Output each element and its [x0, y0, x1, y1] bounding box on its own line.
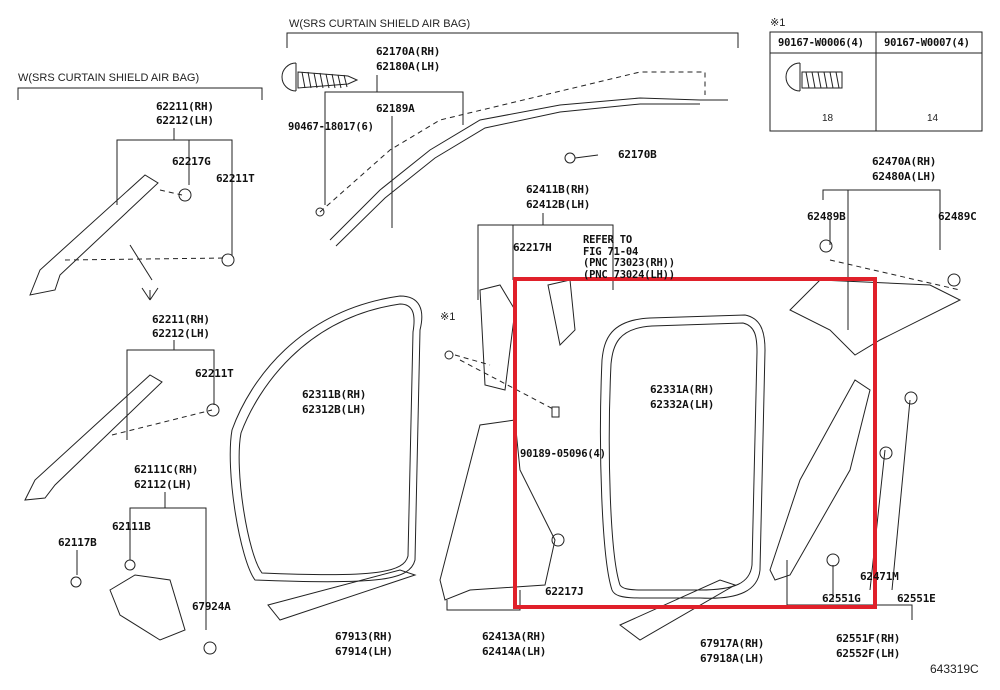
part-62412b[interactable]: 62412B(LH) [526, 198, 591, 211]
part-62470a[interactable]: 62470A(RH) [872, 155, 937, 168]
part-90467[interactable]: 90467-18017(6) [288, 121, 374, 133]
refer-note: REFER TO FIG 71-04 (PNC 73023(RH)) (PNC … [583, 234, 675, 281]
part-67918a[interactable]: 67918A(LH) [700, 652, 765, 665]
part-62311b[interactable]: 62311B(RH) [302, 388, 367, 401]
part-62331a[interactable]: 62331A(RH) [650, 383, 715, 396]
fastener-length-2: 14 [927, 113, 939, 124]
part-62489c[interactable]: 62489C [938, 210, 977, 223]
refer-line-4: (PNC 73024(LH)) [583, 268, 675, 281]
refer-line-2: FIG 71-04 [583, 245, 639, 258]
part-62552f[interactable]: 62552F(LH) [836, 647, 901, 660]
top-group-bracket [286, 32, 739, 48]
part-62180a[interactable]: 62180A(LH) [376, 60, 441, 73]
fastener-table-mark: ※1 [770, 17, 786, 29]
highlight-box [513, 277, 877, 609]
part-62211-rh-mid[interactable]: 62211(RH) [152, 313, 210, 326]
part-62117b[interactable]: 62117B [58, 536, 97, 549]
part-62312b[interactable]: 62312B(LH) [302, 403, 367, 416]
part-62212-lh[interactable]: 62212(LH) [156, 114, 214, 127]
left-group-bracket [17, 87, 263, 100]
part-67917a[interactable]: 67917A(RH) [700, 637, 765, 650]
part-67913[interactable]: 67913(RH) [335, 630, 393, 643]
part-62189a[interactable]: 62189A [376, 102, 415, 115]
part-62111b[interactable]: 62111B [112, 520, 151, 533]
part-62551f[interactable]: 62551F(RH) [836, 632, 901, 645]
part-62217j[interactable]: 62217J [545, 585, 584, 598]
part-67924a[interactable]: 67924A [192, 600, 231, 613]
part-62170b[interactable]: 62170B [618, 148, 657, 161]
part-62332a[interactable]: 62332A(LH) [650, 398, 715, 411]
part-62217g[interactable]: 62217G [172, 155, 211, 168]
part-62489b[interactable]: 62489B [807, 210, 846, 223]
part-62211t-mid[interactable]: 62211T [195, 367, 234, 380]
left-group-header: W(SRS CURTAIN SHIELD AIR BAG) [18, 72, 200, 84]
part-62211t[interactable]: 62211T [216, 172, 255, 185]
screw-18-icon [281, 62, 359, 92]
part-67914[interactable]: 67914(LH) [335, 645, 393, 658]
fastener-part-1[interactable]: 90167-W0006(4) [778, 37, 864, 49]
part-62414a[interactable]: 62414A(LH) [482, 645, 547, 658]
figure-id: 643319C [930, 662, 979, 676]
part-62211-rh[interactable]: 62211(RH) [156, 100, 214, 113]
fastener-part-2[interactable]: 90167-W0007(4) [884, 37, 970, 49]
fastener-length-1: 18 [822, 113, 834, 124]
part-62413a[interactable]: 62413A(RH) [482, 630, 547, 643]
part-62112[interactable]: 62112(LH) [134, 478, 192, 491]
top-group-header: W(SRS CURTAIN SHIELD AIR BAG) [289, 18, 471, 30]
part-62471m[interactable]: 62471M [860, 570, 899, 583]
refer-line-3: (PNC 73023(RH)) [583, 257, 675, 269]
part-62480a[interactable]: 62480A(LH) [872, 170, 937, 183]
part-62111c[interactable]: 62111C(RH) [134, 463, 199, 476]
note-mark: ※1 [440, 311, 456, 323]
refer-line-1: REFER TO [583, 234, 632, 246]
part-62551g[interactable]: 62551G [822, 592, 861, 605]
part-62411b[interactable]: 62411B(RH) [526, 183, 591, 196]
part-62217h[interactable]: 62217H [513, 241, 552, 254]
part-90189[interactable]: 90189-05096(4) [520, 448, 606, 460]
part-62551e[interactable]: 62551E [897, 592, 936, 605]
part-62170a[interactable]: 62170A(RH) [376, 45, 441, 58]
part-62212-lh-mid[interactable]: 62212(LH) [152, 327, 210, 340]
